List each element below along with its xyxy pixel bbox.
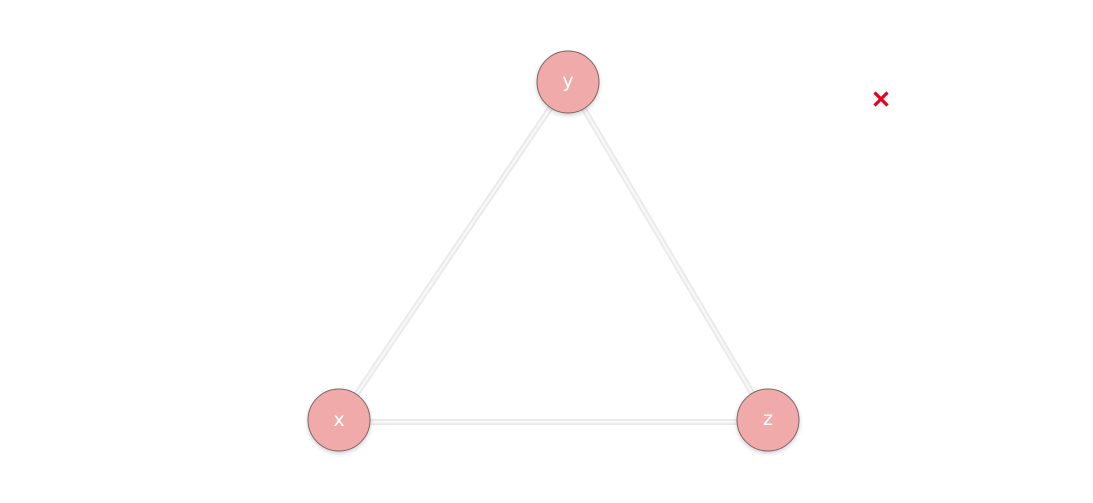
nodes-layer: y x z (307, 50, 800, 452)
node-y-circle[interactable] (536, 50, 600, 114)
close-button[interactable] (868, 86, 894, 112)
node-y-label: y (562, 70, 573, 92)
node-x-circle[interactable] (307, 388, 371, 452)
node-x[interactable]: x (307, 388, 371, 452)
node-y[interactable]: y (536, 50, 600, 114)
node-z[interactable]: z (736, 388, 800, 452)
node-z-circle[interactable] (736, 388, 800, 452)
edge-y-z[interactable] (565, 79, 771, 423)
node-z-label: z (763, 408, 773, 430)
close-icon[interactable] (873, 91, 889, 107)
edges-layer (336, 79, 771, 425)
edge-x-y[interactable] (336, 79, 571, 423)
node-x-label: x (333, 409, 344, 431)
